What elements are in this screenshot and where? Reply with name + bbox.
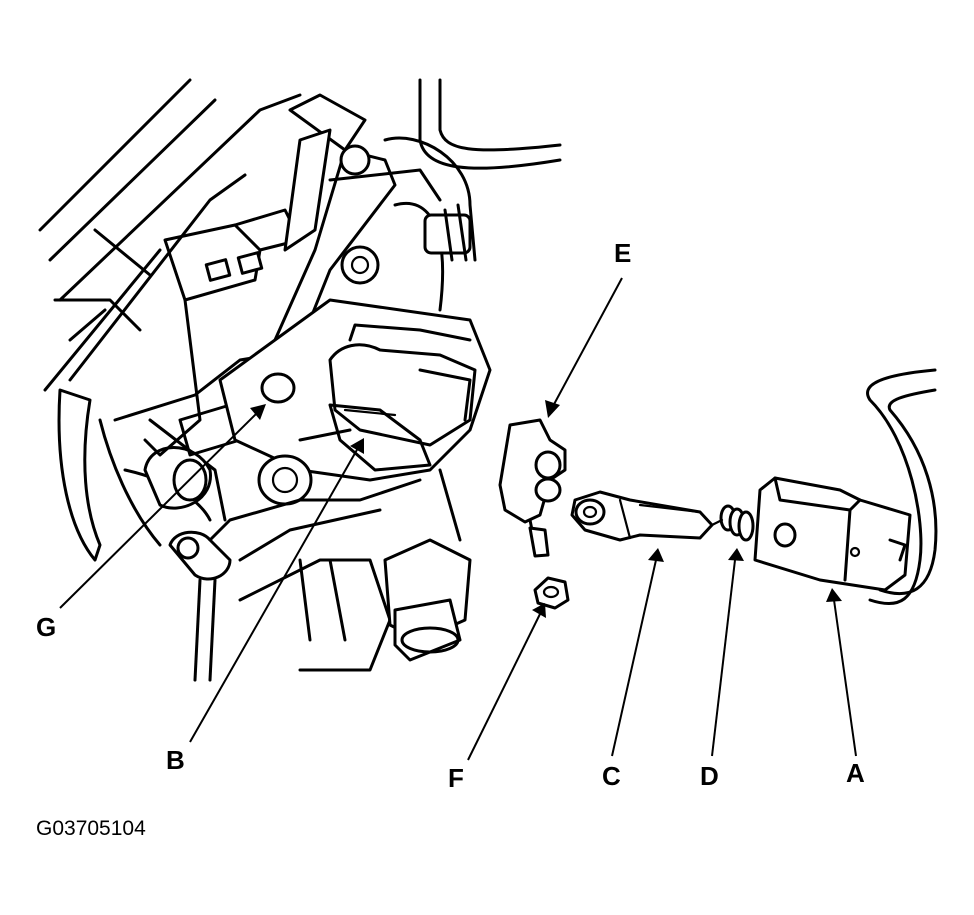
callout-a: A xyxy=(846,758,865,788)
callout-c: C xyxy=(602,761,621,791)
callout-g: G xyxy=(36,612,57,642)
callout-d: D xyxy=(700,761,719,791)
callout-e: E xyxy=(614,238,632,268)
part-f-nut xyxy=(533,576,570,610)
switch-mounting-area xyxy=(218,298,492,506)
leader-lines xyxy=(59,277,857,761)
body-panel-lines xyxy=(38,78,302,392)
part-a-connector xyxy=(753,368,938,606)
pedal-arm xyxy=(273,78,562,347)
figure-id: G03705104 xyxy=(36,817,146,840)
callout-b: B xyxy=(166,745,185,775)
lower-assembly xyxy=(168,468,472,682)
part-e-bracket xyxy=(498,418,567,558)
pedal-bracket xyxy=(57,208,302,562)
part-c-switch xyxy=(570,490,714,542)
part-d-spring xyxy=(710,504,755,542)
callout-f: F xyxy=(448,763,464,793)
